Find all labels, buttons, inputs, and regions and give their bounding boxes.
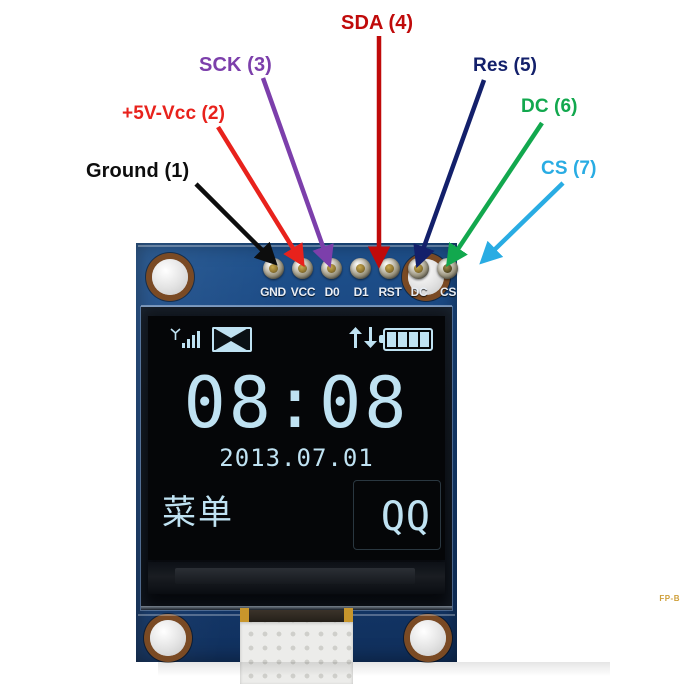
- pad-label-dc: DC: [410, 285, 428, 299]
- solder-pad-gnd: [263, 258, 284, 279]
- pad-label-d0: D0: [324, 285, 340, 299]
- solder-pad-d1: [350, 258, 371, 279]
- callout-label-res: Res (5): [473, 55, 538, 76]
- mounting-hole-inner: [150, 620, 186, 656]
- up-down-arrows-icon: [347, 326, 381, 349]
- oled-left-softkey: 菜单: [162, 493, 234, 533]
- pcb-silkscreen-mark: FP-B: [659, 594, 680, 603]
- arrow-vcc: [216, 125, 305, 268]
- solder-pad-d0: [321, 258, 342, 279]
- battery-terminal: [379, 335, 383, 343]
- oled-driver-ic: [175, 568, 415, 584]
- flex-cable-tab-left: [240, 608, 249, 632]
- envelope-flap-top: [212, 327, 250, 338]
- mounting-hole-top-left: [152, 259, 188, 295]
- oled-clock-time: 08:08: [183, 362, 410, 444]
- mounting-hole-inner: [410, 620, 446, 656]
- solder-pad-dc: [408, 258, 429, 279]
- solder-pad-vcc: [292, 258, 313, 279]
- callout-label-vcc: +5V-Vcc (2): [122, 103, 226, 124]
- callout-label-sck: SCK (3): [199, 54, 272, 76]
- signal-bars-icon: [170, 328, 200, 348]
- oled-status-bar: [148, 316, 445, 356]
- arrow-dc: [446, 121, 544, 267]
- mounting-hole-inner: [152, 259, 188, 295]
- oled-glass-bottom-edge: [141, 606, 452, 610]
- drop-shadow: [158, 662, 610, 676]
- callout-label-sda: SDA (4): [341, 12, 414, 34]
- pad-label-rst: RST: [378, 285, 402, 299]
- oled-right-softkey: QQ: [380, 494, 431, 540]
- solder-pad-rst: [379, 258, 400, 279]
- battery-full-icon: [379, 328, 433, 351]
- arrow-res: [413, 79, 487, 269]
- callout-label-ground: Ground (1): [86, 160, 190, 182]
- antenna-glyph: [170, 328, 181, 340]
- pad-label-vcc: VCC: [290, 285, 316, 299]
- oled-date: 2013.07.01: [219, 444, 374, 472]
- mounting-hole-bottom-right: [410, 620, 446, 656]
- arrow-sck: [260, 77, 334, 269]
- ribbon-connector: [240, 622, 353, 684]
- callout-label-cs: CS (7): [541, 158, 597, 179]
- arrow-cs: [479, 181, 565, 265]
- oled-screen: 08:08 2013.07.01 菜单 QQ: [148, 316, 445, 560]
- oled-flex-cable: [243, 610, 350, 624]
- battery-cells: [387, 332, 429, 347]
- envelope-icon: [212, 327, 252, 352]
- pcb-silkscreen-top-line: [138, 245, 455, 247]
- callout-label-dc: DC (6): [521, 96, 578, 117]
- mounting-hole-bottom-left: [150, 620, 186, 656]
- oled-right-softkey-box: [353, 480, 441, 550]
- pad-label-d1: D1: [353, 285, 369, 299]
- envelope-flap-bottom: [212, 341, 250, 352]
- flex-cable-tab-right: [344, 608, 353, 632]
- pad-label-cs: CS: [439, 285, 457, 299]
- pad-label-gnd: GND: [260, 285, 286, 299]
- solder-pad-cs: [437, 258, 458, 279]
